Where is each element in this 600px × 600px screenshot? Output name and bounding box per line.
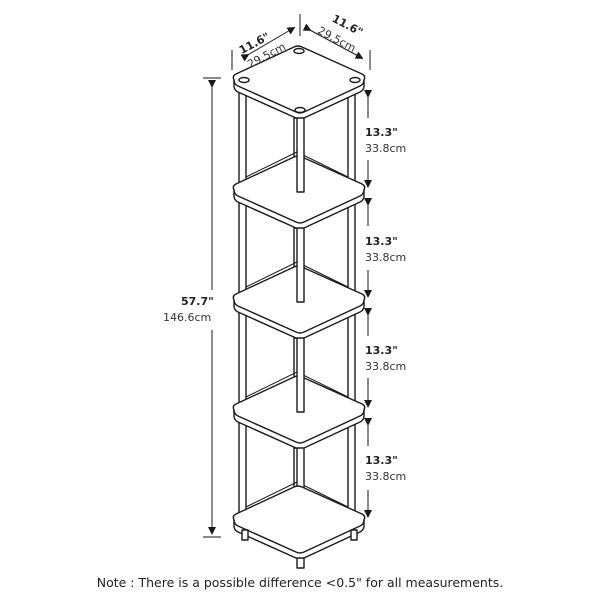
total-height-cm: 146.6cm bbox=[163, 311, 212, 324]
tier-gap-1-inches: 13.3" bbox=[365, 126, 398, 139]
tier-gap-4-cm: 33.8cm bbox=[365, 470, 407, 483]
tier-gap-1-cm: 33.8cm bbox=[365, 142, 407, 155]
measurement-note: Note : There is a possible difference <0… bbox=[96, 575, 504, 590]
tier-gap-3-cm: 33.8cm bbox=[365, 360, 407, 373]
tier-gap-4-inches: 13.3" bbox=[365, 454, 398, 467]
tier-gap-2-inches: 13.3" bbox=[365, 235, 398, 248]
tier-gap-3-inches: 13.3" bbox=[365, 344, 398, 357]
shelf-tier-5 bbox=[232, 485, 366, 560]
total-height-inches: 57.7" bbox=[181, 295, 214, 308]
front-posts bbox=[296, 117, 305, 523]
tier-gap-2-cm: 33.8cm bbox=[365, 251, 407, 264]
feet bbox=[241, 529, 358, 569]
